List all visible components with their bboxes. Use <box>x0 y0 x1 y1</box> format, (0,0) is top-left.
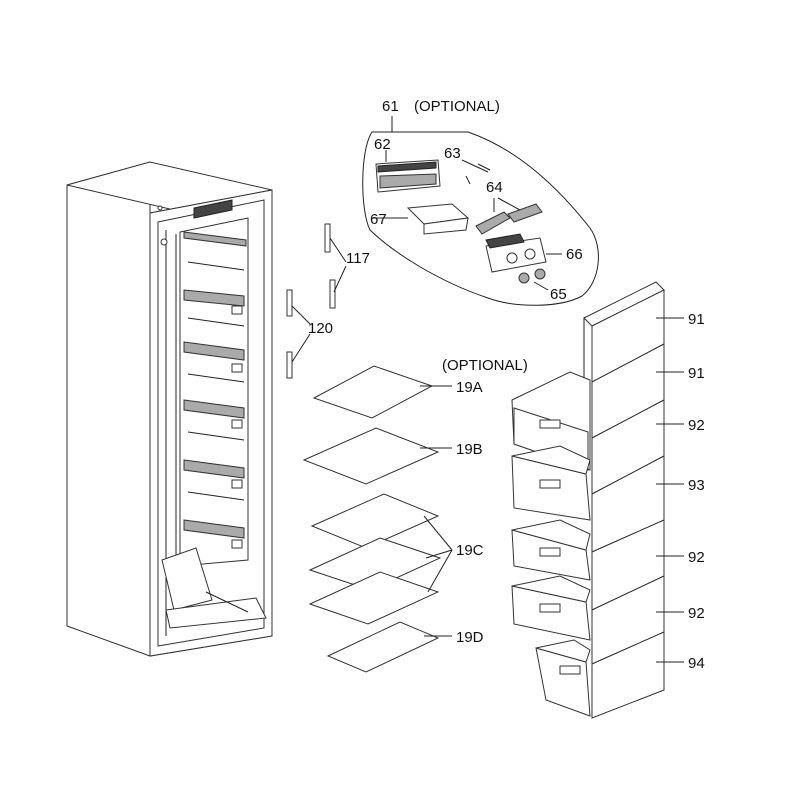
label-94: 94 <box>688 655 705 672</box>
label-63: 63 <box>444 145 461 162</box>
label-91-bottom: 91 <box>688 365 705 382</box>
hinge-120-top <box>286 289 293 317</box>
part-labels: 61 (OPTIONAL) 62 63 64 66 65 67 117 120 … <box>308 98 705 672</box>
label-19a: 19A <box>456 379 483 396</box>
label-61: 61 <box>382 98 399 115</box>
label-19c: 19C <box>456 542 484 559</box>
hinge-120-bottom <box>286 351 293 379</box>
label-67: 67 <box>370 211 387 228</box>
label-92-bottom: 92 <box>688 605 705 622</box>
glass-shelves <box>302 365 453 673</box>
optional-ice-kit <box>362 116 599 306</box>
label-19d: 19D <box>456 629 484 646</box>
label-65: 65 <box>550 286 567 303</box>
label-64: 64 <box>486 179 503 196</box>
label-92-mid: 92 <box>688 549 705 566</box>
hinge-117-bottom <box>329 279 336 309</box>
label-117: 117 <box>346 250 370 267</box>
label-91-top: 91 <box>688 311 705 328</box>
refrigerator-cabinet <box>66 161 273 657</box>
label-19b: 19B <box>456 441 483 458</box>
label-66: 66 <box>566 246 583 263</box>
label-optional-top: (OPTIONAL) <box>414 98 500 115</box>
label-93: 93 <box>688 477 705 494</box>
hinge-117-top <box>324 223 331 253</box>
hinge-parts <box>286 223 347 379</box>
label-120: 120 <box>308 320 333 337</box>
label-92-top: 92 <box>688 417 705 434</box>
label-optional-mid: (OPTIONAL) <box>442 357 528 374</box>
door-and-baskets <box>511 281 684 719</box>
shelf-rails <box>183 231 247 549</box>
label-62: 62 <box>374 136 391 153</box>
